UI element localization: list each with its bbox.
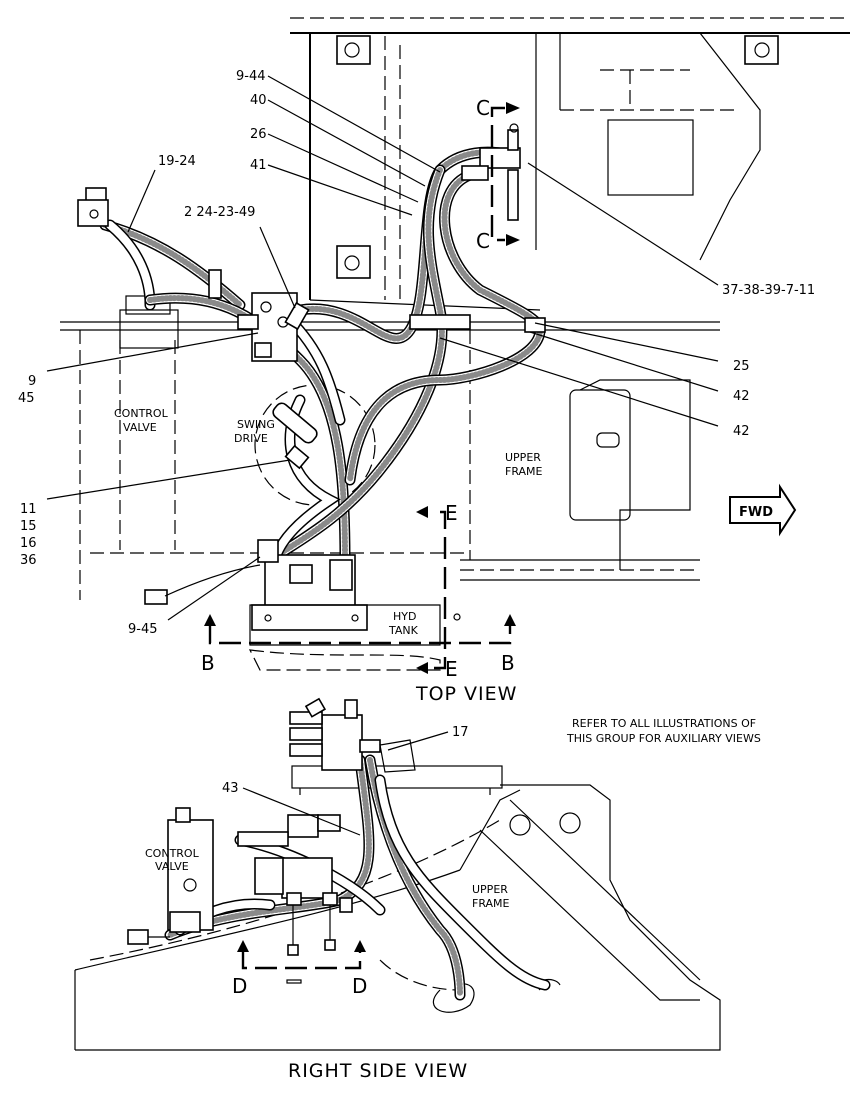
callout-11: 11: [20, 502, 37, 517]
callout-41: 41: [250, 158, 267, 173]
callout-9: 9: [28, 374, 36, 389]
section-line-d: [237, 940, 366, 984]
section-line-e: [416, 506, 447, 674]
section-letter-d-right: D: [352, 974, 367, 998]
swing-drive-fitting: [272, 402, 318, 470]
callout-42-upper: 42: [733, 389, 750, 404]
callout-9-45: 9-45: [128, 622, 158, 637]
top-left-fitting: [77, 187, 222, 299]
section-letter-b-left: B: [201, 651, 215, 675]
callout-26: 26: [250, 127, 267, 142]
side-frame-outline: [74, 765, 721, 1051]
callout-37-38-39-7-11: 37-38-39-7-11: [722, 283, 815, 298]
callout-40: 40: [250, 93, 267, 108]
section-letter-c-bottom: C: [476, 229, 490, 253]
section-letter-b-right: B: [501, 651, 515, 675]
side-upper-frame-label-line2: FRAME: [472, 897, 510, 910]
upper-frame-label-line2: FRAME: [505, 465, 543, 478]
side-control-valve-label-line1: CONTROL: [145, 847, 200, 860]
section-letter-e-bottom: E: [445, 657, 458, 681]
side-manifold: [237, 814, 353, 956]
side-valve-upper: [289, 697, 416, 773]
upper-frame-label-line1: UPPER: [505, 451, 541, 464]
callout-43: 43: [222, 781, 239, 796]
section-line-c: [490, 102, 520, 246]
callout-25: 25: [733, 359, 750, 374]
note-line1: REFER TO ALL ILLUSTRATIONS OF: [572, 717, 756, 730]
section-letter-e-top: E: [445, 501, 458, 525]
callout-9-44: 9-44: [236, 69, 266, 84]
section-letter-d-left: D: [232, 974, 247, 998]
hyd-tank-label-line1: HYD: [393, 610, 416, 623]
callout-36: 36: [20, 553, 37, 568]
side-control-valve: [127, 807, 214, 945]
right-side-view-title: RIGHT SIDE VIEW: [288, 1060, 468, 1082]
control-valve-label-line2: VALVE: [123, 421, 157, 434]
swing-valve-block: [237, 292, 310, 362]
leader-lines-top: [46, 75, 719, 621]
callout-17: 17: [452, 725, 469, 740]
manifold-block-top: [144, 539, 368, 631]
swing-drive-label-line1: SWING: [237, 418, 275, 431]
leader-lines-side: [242, 731, 449, 836]
fwd-label: FWD: [739, 505, 773, 520]
hoses-top-view: [99, 146, 546, 566]
hyd-tank-label-line2: TANK: [388, 624, 419, 637]
side-upper-frame-label-line1: UPPER: [472, 883, 508, 896]
callout-15: 15: [20, 519, 37, 534]
note-line2: THIS GROUP FOR AUXILIARY VIEWS: [566, 732, 761, 745]
top-view-title: TOP VIEW: [415, 683, 517, 705]
callout-42-lower: 42: [733, 424, 750, 439]
fwd-arrow: [729, 483, 797, 537]
callout-2-24-23-49: 2 24-23-49: [184, 205, 255, 220]
hyd-tank-outline: [248, 604, 461, 671]
top-fitting-assembly: [461, 123, 521, 221]
right-side-view: REFER TO ALL ILLUSTRATIONS OF THIS GROUP…: [74, 697, 761, 1082]
top-view: 9-44 40 26 41 19-24 2 24-23-49 37-38-39-…: [18, 17, 850, 705]
section-letter-c-top: C: [476, 96, 490, 120]
callout-45: 45: [18, 391, 35, 406]
swing-drive-label-line2: DRIVE: [234, 432, 268, 445]
section-line-b: [204, 614, 516, 645]
upper-frame-outline: [60, 17, 850, 600]
callout-19-24: 19-24: [158, 154, 196, 169]
callout-16: 16: [20, 536, 37, 551]
control-valve-label-line1: CONTROL: [114, 407, 169, 420]
side-control-valve-label-line2: VALVE: [155, 860, 189, 873]
